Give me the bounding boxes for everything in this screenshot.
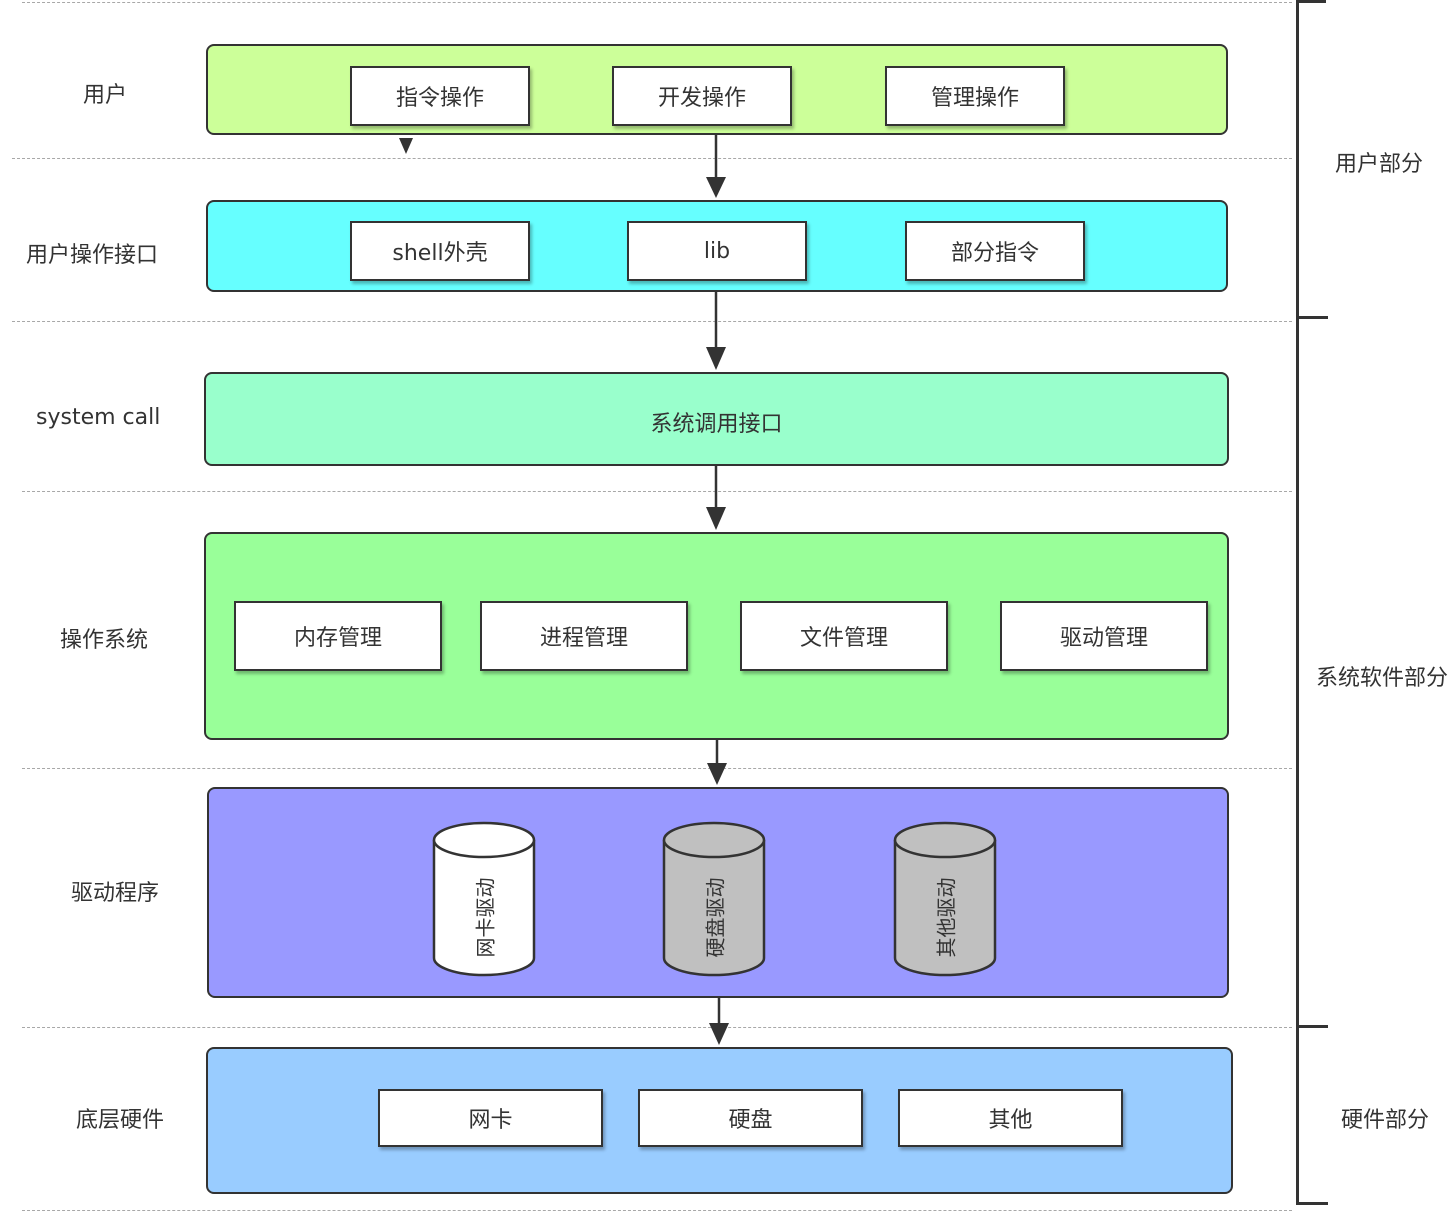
- layer-label-hardware: 底层硬件: [76, 1108, 165, 1133]
- arrow-os-to-drivers: [707, 740, 727, 785]
- command-operation-box: 指令操作: [350, 66, 530, 126]
- arrow-syscall-to-os: [706, 466, 726, 530]
- lib-box: lib: [627, 221, 807, 281]
- bracket-user-bottom: [1296, 316, 1328, 319]
- separator-line: [22, 2, 1292, 3]
- file-management-box: 文件管理: [740, 601, 948, 671]
- separator-line: [12, 158, 1292, 159]
- separator-line: [22, 1210, 1292, 1211]
- cylinder-disk-driver: [662, 821, 766, 977]
- operating-system-layer: 内存管理 进程管理 文件管理 驱动管理: [204, 532, 1229, 740]
- user-layer: 指令操作 开发操作 管理操作: [206, 44, 1228, 135]
- bracket-label-system: 系统软件部分: [1316, 666, 1449, 691]
- layer-label-interface: 用户操作接口: [26, 243, 159, 268]
- driver-management-box: 驱动管理: [1000, 601, 1208, 671]
- other-hardware-box: 其他: [898, 1089, 1123, 1147]
- cylinder-nic-driver: [432, 821, 536, 977]
- bracket-label-hardware: 硬件部分: [1341, 1108, 1430, 1133]
- development-operation-box: 开发操作: [612, 66, 792, 126]
- hardware-layer: 网卡 硬盘 其他: [206, 1047, 1233, 1194]
- bracket-hardware-vertical: [1296, 1025, 1299, 1205]
- user-interface-layer: shell外壳 lib 部分指令: [206, 200, 1228, 292]
- arrow-small-user: [399, 138, 413, 154]
- separator-line: [22, 1027, 1292, 1028]
- memory-management-box: 内存管理: [234, 601, 442, 671]
- separator-line: [22, 768, 1292, 769]
- connector-arrows: [399, 135, 729, 1045]
- bracket-label-user: 用户部分: [1335, 152, 1424, 177]
- layer-label-user: 用户: [83, 83, 128, 108]
- shell-box: shell外壳: [350, 221, 530, 281]
- bracket-system-bottom: [1296, 1025, 1328, 1028]
- process-management-box: 进程管理: [480, 601, 688, 671]
- system-call-interface-text: 系统调用接口: [650, 412, 783, 437]
- separator-line: [22, 491, 1292, 492]
- bracket-system-vertical: [1296, 316, 1299, 1028]
- cylinder-label-other-driver: 其他驱动: [934, 877, 959, 958]
- separator-line: [12, 321, 1292, 322]
- layer-label-os: 操作系统: [60, 628, 149, 653]
- system-call-layer: 系统调用接口: [204, 372, 1229, 466]
- disk-box: 硬盘: [638, 1089, 863, 1147]
- arrow-user-to-interface: [706, 135, 726, 198]
- bracket-user-top: [1296, 0, 1326, 3]
- arrow-drivers-to-hardware: [709, 998, 729, 1045]
- cylinder-other-driver: [893, 821, 997, 977]
- nic-box: 网卡: [378, 1089, 603, 1147]
- partial-commands-box: 部分指令: [905, 221, 1085, 281]
- cylinder-label-nic-driver: 网卡驱动: [473, 877, 498, 958]
- management-operation-box: 管理操作: [885, 66, 1065, 126]
- cylinder-label-disk-driver: 硬盘驱动: [703, 877, 728, 958]
- bracket-hardware-bottom: [1296, 1202, 1328, 1205]
- layer-label-drivers: 驱动程序: [71, 881, 160, 906]
- arrow-interface-to-syscall: [706, 292, 726, 370]
- bracket-user-vertical: [1296, 0, 1299, 318]
- layer-label-syscall: system call: [36, 405, 161, 430]
